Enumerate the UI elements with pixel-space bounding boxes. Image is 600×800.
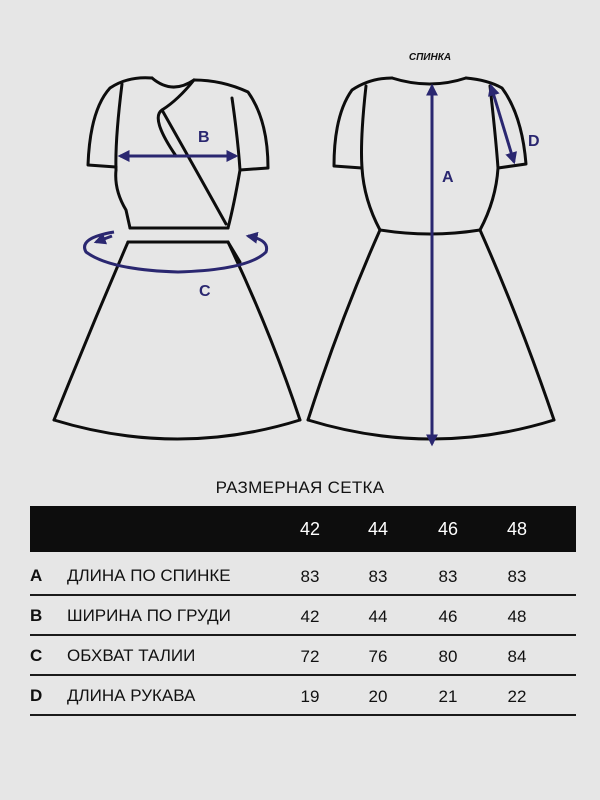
label-b: B <box>198 129 210 146</box>
size-header-cell: 46 <box>437 519 459 539</box>
table-row: D ДЛИНА РУКАВА 19 20 21 22 <box>30 676 576 716</box>
table-row: B ШИРИНА ПО ГРУДИ 42 44 46 48 <box>30 596 576 636</box>
table-row: A ДЛИНА ПО СПИНКЕ 83 83 83 83 <box>30 556 576 596</box>
row-name: ДЛИНА ПО СПИНКЕ <box>67 566 231 585</box>
front-measurements: B C <box>83 129 269 300</box>
dress-front-view <box>52 76 302 441</box>
size-header-cell: 44 <box>367 519 389 539</box>
row-value: 84 <box>507 647 527 666</box>
row-name: ДЛИНА РУКАВА <box>67 686 196 705</box>
row-value: 20 <box>368 687 388 706</box>
row-letter: C <box>30 646 43 665</box>
row-value: 46 <box>438 607 458 626</box>
row-value: 44 <box>368 607 388 626</box>
row-value: 83 <box>368 567 388 586</box>
row-value: 80 <box>438 647 458 666</box>
dress-illustration: B C A D <box>52 76 556 447</box>
row-value: 22 <box>507 687 527 706</box>
row-value: 42 <box>300 607 320 626</box>
row-name: ОБХВАТ ТАЛИИ <box>67 646 196 665</box>
row-letter: A <box>30 566 43 585</box>
arrow-c-back <box>93 233 113 245</box>
size-header-cell: 48 <box>506 519 528 539</box>
row-value: 83 <box>300 567 320 586</box>
label-d: D <box>528 133 540 150</box>
row-value: 19 <box>300 687 320 706</box>
size-header-cell: 42 <box>299 519 321 539</box>
arrow-d <box>488 83 517 165</box>
size-chart-title: РАЗМЕРНАЯ СЕТКА <box>215 478 385 497</box>
arrow-c-front <box>83 230 269 274</box>
row-value: 72 <box>300 647 320 666</box>
row-value: 48 <box>507 607 527 626</box>
row-letter: B <box>30 606 43 625</box>
row-value: 83 <box>438 567 458 586</box>
row-value: 83 <box>507 567 527 586</box>
size-header-row: 42 44 46 48 <box>30 506 576 552</box>
back-view-label: СПИНКА <box>408 52 452 63</box>
row-name: ШИРИНА ПО ГРУДИ <box>67 606 231 625</box>
table-row: C ОБХВАТ ТАЛИИ 72 76 80 84 <box>30 636 576 676</box>
row-letter: D <box>30 686 43 705</box>
label-c: C <box>199 283 211 300</box>
label-a: A <box>442 169 454 186</box>
row-value: 76 <box>368 647 388 666</box>
row-value: 21 <box>438 687 458 706</box>
back-measurements: A D <box>426 83 540 447</box>
